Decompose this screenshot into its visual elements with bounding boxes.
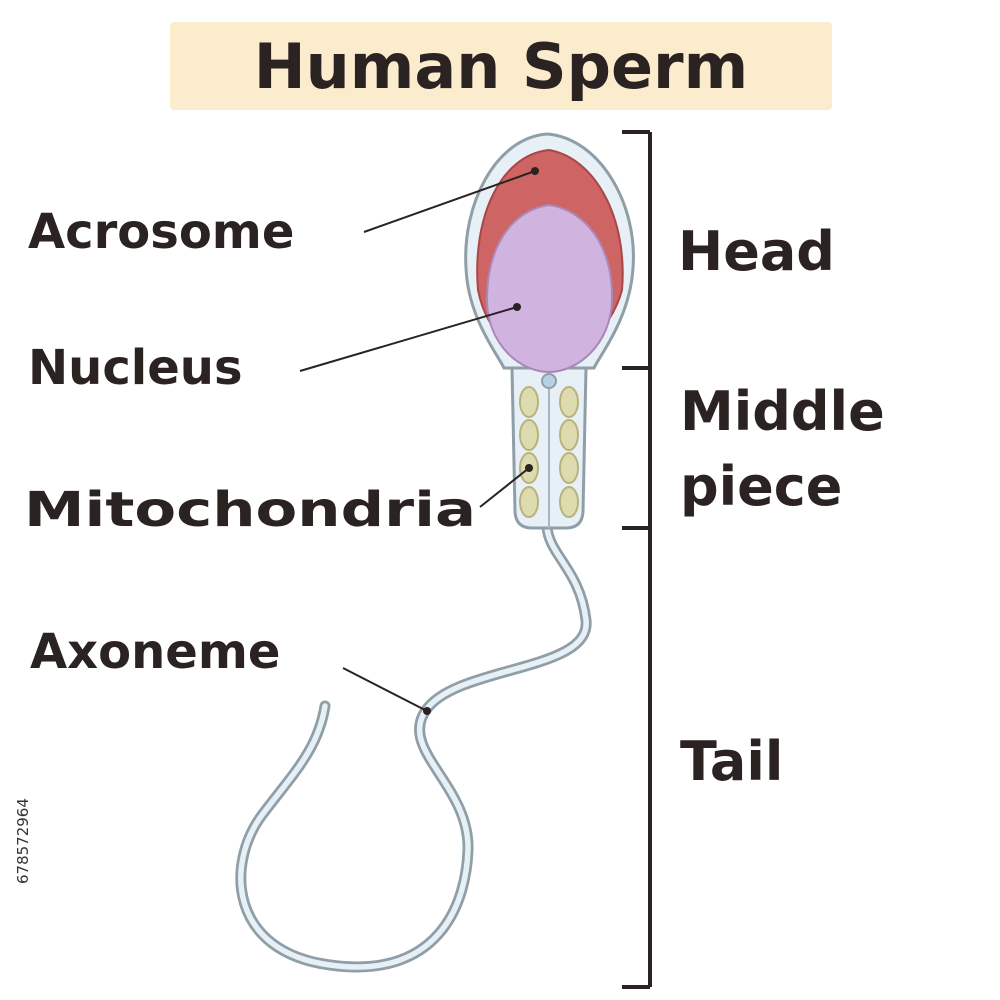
mitochondria-leader <box>479 467 530 508</box>
nucleus-dot <box>513 303 521 311</box>
leader-lines <box>299 167 539 715</box>
tail-outline <box>235 521 592 973</box>
label-nucleus: Nucleus <box>28 340 243 396</box>
mitochondrion <box>559 419 579 451</box>
label-middle-line2: piece <box>680 455 842 518</box>
mitochondrion <box>559 386 579 418</box>
region-labels: Head Middle piece Tail <box>678 220 885 793</box>
middle-piece <box>510 366 588 530</box>
axoneme-leader <box>342 667 428 712</box>
tail <box>235 521 592 973</box>
page-title: Human Sperm <box>254 30 748 103</box>
centriole <box>541 373 557 389</box>
mitochondria-dot <box>525 464 533 472</box>
label-mitochondria: Mitochondria <box>24 482 476 538</box>
region-bracket <box>622 130 652 989</box>
tail-fill <box>238 524 589 970</box>
mitochondrion <box>519 419 539 451</box>
axoneme-dot <box>423 707 431 715</box>
title-group: Human Sperm <box>170 22 832 110</box>
mitochondrion <box>519 486 539 518</box>
part-labels: Acrosome Nucleus Mitochondria Axoneme <box>24 204 476 680</box>
nucleus-shape <box>485 203 614 374</box>
stock-id: 678572964 <box>14 798 32 884</box>
label-acrosome: Acrosome <box>28 204 294 260</box>
acrosome-dot <box>531 167 539 175</box>
sperm-head <box>464 132 635 374</box>
mitochondrion <box>559 452 579 484</box>
title-highlight <box>170 22 832 110</box>
label-middle-line1: Middle <box>680 380 885 443</box>
label-tail: Tail <box>680 730 783 793</box>
mitochondrion <box>519 386 539 418</box>
label-head: Head <box>678 220 835 283</box>
acrosome-leader <box>363 170 536 233</box>
mitochondrion <box>559 486 579 518</box>
nucleus-leader <box>299 306 518 372</box>
label-axoneme: Axoneme <box>30 624 280 680</box>
